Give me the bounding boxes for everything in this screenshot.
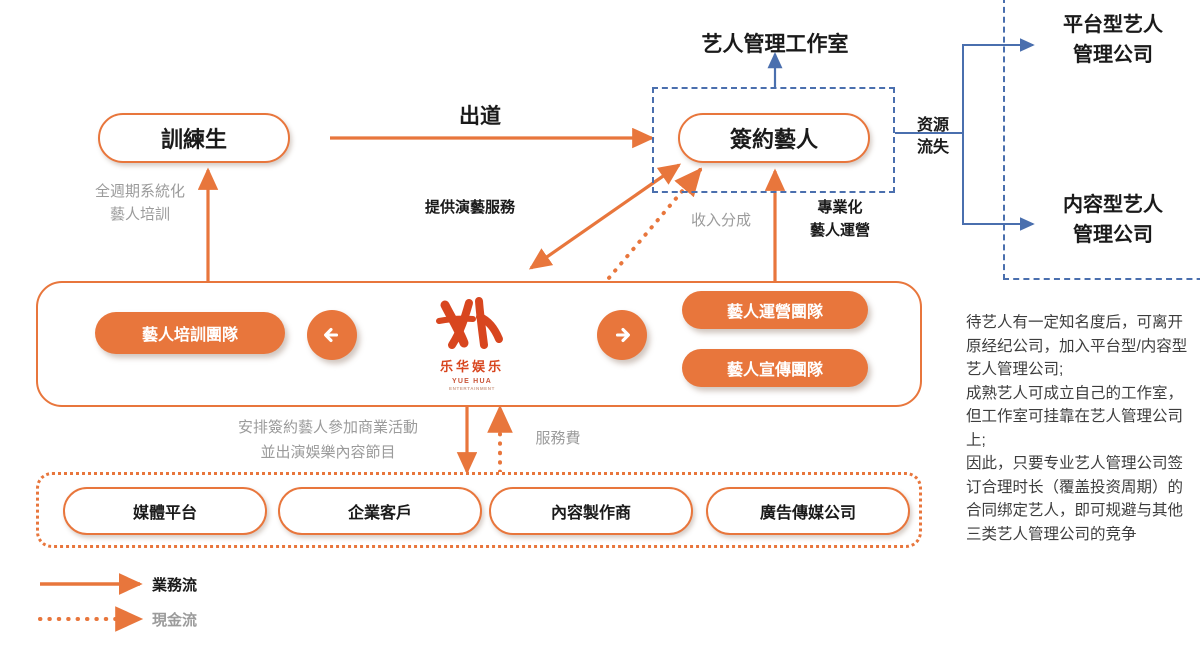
node-trainee[interactable]: 訓練生 (98, 113, 290, 163)
signed-artist-dashed-region (652, 87, 895, 193)
artist-studio-title: 艺人管理工作室 (701, 33, 849, 56)
resource-loss-label: 资源 流失 (916, 117, 949, 156)
node-training-team[interactable]: 藝人培訓團隊 (95, 312, 285, 354)
node-promotion-team-label: 藝人宣傳團隊 (726, 362, 823, 379)
node-training-team-label: 藝人培訓團隊 (141, 327, 238, 344)
node-trainee-label: 訓練生 (160, 127, 227, 152)
label-service-fee: 服務費 (535, 430, 581, 447)
node-client-1-label: 企業客戶 (347, 505, 412, 522)
logo-en-text: YUE HUA (452, 378, 492, 385)
node-operation-team[interactable]: 藝人運營團隊 (682, 291, 868, 329)
side-notes: 待艺人有一定知名度后，可离开原经纪公司，加入平台型/内容型艺人管理公司; 成熟艺… (966, 314, 1188, 543)
node-promotion-team[interactable]: 藝人宣傳團隊 (682, 349, 868, 387)
arrow-right-button[interactable] (597, 310, 647, 360)
logo-tagline-text: ENTERTAINMENT (449, 386, 495, 391)
label-revenue-share: 收入分成 (690, 212, 751, 229)
node-signed-artist-label: 簽約藝人 (729, 127, 818, 152)
node-client-3-label: 廣告傳媒公司 (759, 505, 856, 522)
node-client-3[interactable]: 廣告傳媒公司 (706, 487, 910, 535)
yuehua-mark-icon (436, 297, 503, 349)
yuehua-logo: 乐华娱乐 YUE HUA ENTERTAINMENT (424, 297, 520, 391)
legend-label-business-flow: 業務流 (152, 577, 198, 594)
node-signed-artist[interactable]: 簽約藝人 (678, 113, 870, 163)
content-company-label: 内容型艺人 管理公司 (1063, 194, 1163, 246)
platform-company-label: 平台型艺人 管理公司 (1063, 14, 1163, 66)
node-client-1[interactable]: 企業客戶 (278, 487, 482, 535)
node-client-2[interactable]: 內容製作商 (489, 487, 693, 535)
label-professional-operation: 專業化 藝人運營 (809, 199, 870, 239)
artist-management-companies-region (1003, 0, 1200, 280)
arrow-left-icon (324, 327, 339, 343)
logo-cn-text: 乐华娱乐 (439, 359, 504, 374)
label-arrange-commercial: 安排簽約藝人參加商業活動 並出演娛樂內容節目 (237, 419, 418, 461)
node-client-2-label: 內容製作商 (550, 505, 631, 522)
arrow-left-button[interactable] (307, 310, 357, 360)
node-client-0-label: 媒體平台 (132, 505, 197, 522)
label-debut: 出道 (459, 105, 501, 128)
node-client-0[interactable]: 媒體平台 (63, 487, 267, 535)
legend-label-cash-flow: 現金流 (152, 612, 198, 629)
label-provide-services: 提供演藝服務 (424, 199, 515, 216)
arrow-right-icon (615, 327, 630, 343)
node-operation-team-label: 藝人運營團隊 (726, 304, 823, 321)
label-full-cycle-training: 全週期系統化 藝人培訓 (94, 183, 185, 223)
